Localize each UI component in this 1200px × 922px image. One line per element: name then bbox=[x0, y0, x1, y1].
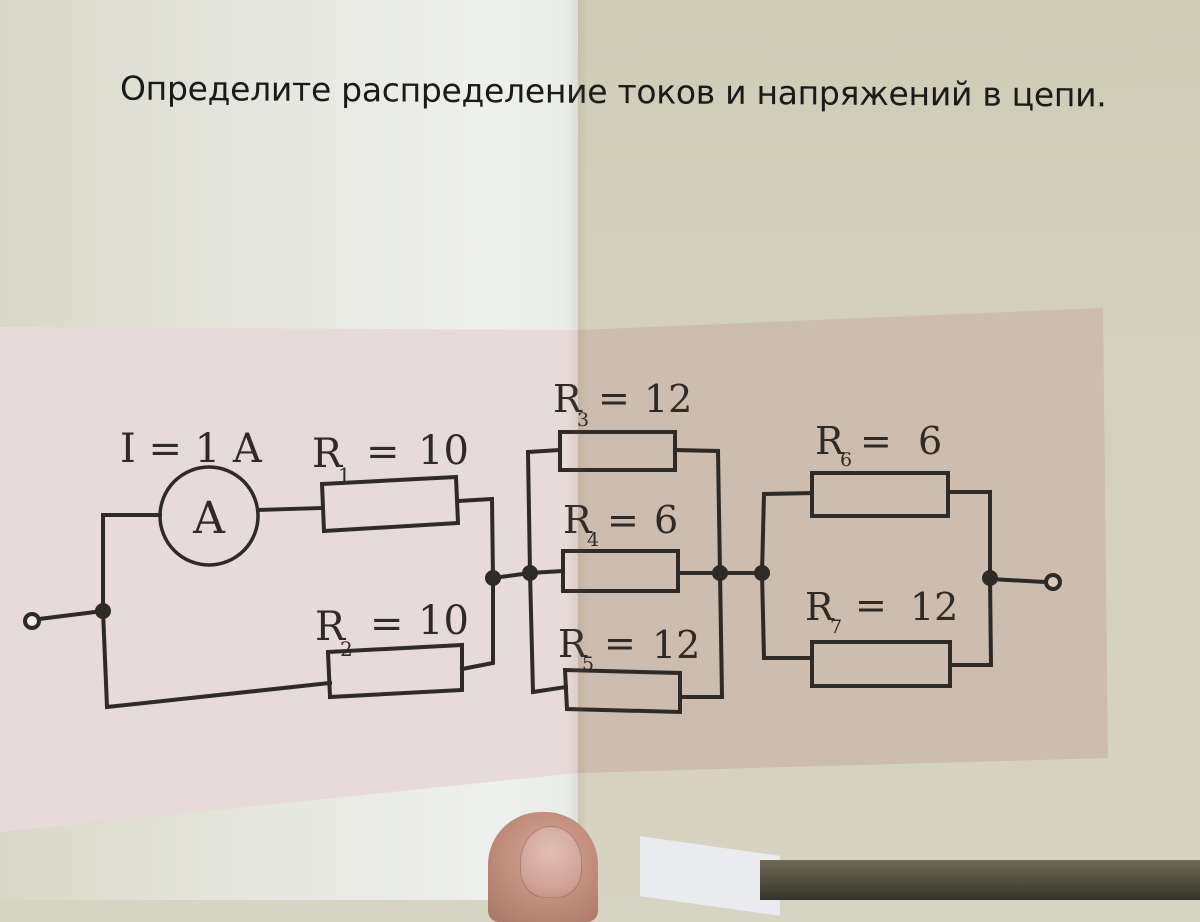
diagram-background-left bbox=[0, 327, 578, 832]
svg-text:12: 12 bbox=[644, 377, 692, 421]
resistor-r4 bbox=[561, 549, 680, 593]
svg-text:6: 6 bbox=[840, 449, 852, 471]
resistor-r1 bbox=[319, 474, 461, 534]
ammeter-symbol: A bbox=[192, 493, 226, 544]
svg-text:R: R bbox=[805, 585, 835, 629]
svg-text:=: = bbox=[855, 583, 887, 627]
resistor-r2 bbox=[325, 642, 464, 700]
output-terminal bbox=[1044, 573, 1062, 591]
svg-text:R: R bbox=[558, 622, 588, 666]
label-r1: R 1 = 10 bbox=[312, 428, 469, 487]
svg-text:=: = bbox=[604, 621, 636, 665]
svg-text:12: 12 bbox=[652, 623, 700, 667]
input-terminal bbox=[23, 608, 106, 630]
thumbnail-nail bbox=[520, 826, 582, 898]
svg-text:=: = bbox=[370, 601, 404, 647]
svg-text:R: R bbox=[563, 498, 593, 542]
wires-group-1 bbox=[100, 496, 533, 710]
svg-text:12: 12 bbox=[910, 585, 958, 629]
svg-text:R: R bbox=[815, 419, 845, 463]
svg-text:=: = bbox=[860, 419, 892, 463]
svg-text:4: 4 bbox=[587, 529, 599, 551]
label-r3: R 3 = 12 bbox=[553, 376, 692, 431]
junction-node bbox=[982, 570, 998, 586]
junction-node bbox=[95, 603, 111, 619]
label-r2: R 2 = 10 bbox=[315, 598, 469, 661]
junction-node bbox=[485, 570, 501, 586]
ammeter bbox=[158, 465, 260, 567]
svg-text:7: 7 bbox=[830, 616, 842, 638]
resistor-r6 bbox=[810, 471, 950, 518]
label-r7: R 7 = 12 bbox=[805, 583, 958, 638]
junction-node bbox=[754, 565, 770, 581]
svg-text:=: = bbox=[598, 376, 630, 420]
resistor-r5 bbox=[562, 667, 682, 715]
wires-group-3 bbox=[759, 490, 1048, 667]
resistor-r7 bbox=[810, 640, 952, 688]
label-r6: R 6 = 6 bbox=[815, 419, 942, 471]
paper-fold bbox=[566, 0, 588, 900]
label-r4: R 4 = 6 bbox=[563, 498, 678, 551]
svg-text:2: 2 bbox=[340, 637, 353, 661]
svg-text:R: R bbox=[312, 431, 344, 477]
label-r5: R 5 = 12 bbox=[558, 621, 700, 675]
diagram-background-right bbox=[578, 308, 1108, 773]
svg-text:R: R bbox=[553, 377, 583, 421]
svg-text:1: 1 bbox=[338, 463, 351, 487]
resistor-r3 bbox=[558, 430, 677, 472]
junction-node bbox=[522, 565, 538, 581]
background-surface bbox=[760, 860, 1200, 900]
svg-text:6: 6 bbox=[654, 498, 678, 542]
svg-text:6: 6 bbox=[918, 419, 942, 463]
circuit-diagram: A I = 1 A R 1 = 10 R 2 = 10 R 3 = 12 R 4… bbox=[0, 308, 1108, 832]
svg-text:10: 10 bbox=[418, 598, 469, 644]
junction-node bbox=[712, 565, 728, 581]
svg-text:=: = bbox=[607, 498, 639, 542]
svg-text:10: 10 bbox=[418, 428, 469, 474]
svg-text:R: R bbox=[315, 604, 347, 650]
svg-text:3: 3 bbox=[577, 409, 589, 431]
svg-text:5: 5 bbox=[582, 653, 594, 675]
ammeter-circle bbox=[158, 465, 260, 567]
current-label: I = 1 A bbox=[120, 426, 263, 472]
svg-text:=: = bbox=[366, 429, 400, 475]
